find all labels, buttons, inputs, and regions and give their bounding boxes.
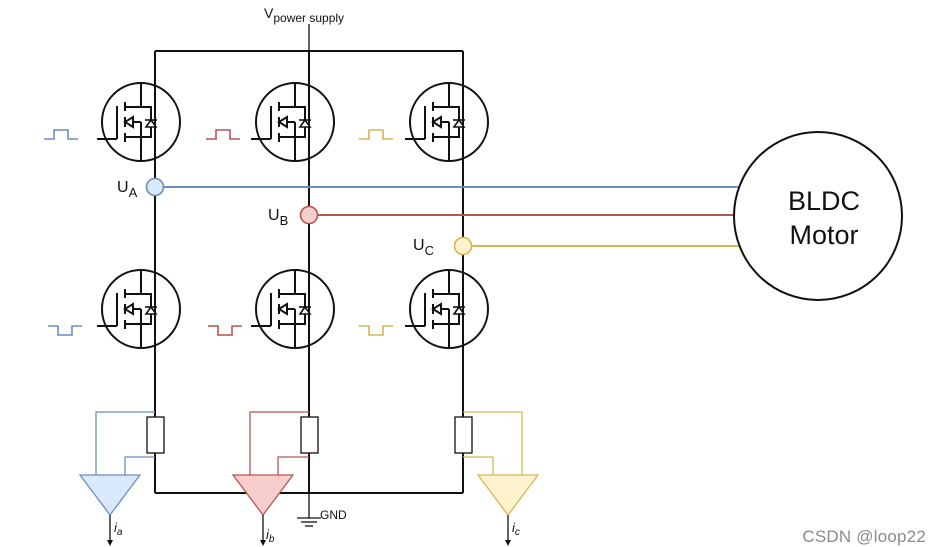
amplifier-b (231, 474, 295, 517)
node-ua-label: UA (117, 179, 138, 200)
mosfet-a-low (96, 269, 181, 349)
motor-label-line1: BLDC (788, 186, 860, 216)
gate-pulse-b-high (205, 129, 241, 140)
node-ua (145, 177, 165, 197)
node-uc (453, 236, 473, 256)
ground-label: GND (320, 508, 347, 522)
gate-pulse-a-low (47, 325, 83, 336)
sense-wire-c-bottom (463, 456, 494, 476)
mosfet-c-low (404, 269, 489, 349)
amplifier-c (476, 474, 540, 517)
node-ub-label: UB (268, 207, 288, 228)
gate-pulse-a-high (43, 129, 79, 140)
mosfet-b-high (250, 82, 335, 162)
gate-pulse-c-high (358, 129, 394, 140)
mosfet-a-high (96, 82, 181, 162)
bldc-motor (733, 131, 903, 301)
sense-wire-a-bottom (124, 456, 155, 476)
node-uc-label: UC (413, 237, 434, 258)
shunt-resistor-a (146, 416, 165, 454)
amplifier-a (78, 474, 142, 517)
motor-label-line2: Motor (789, 220, 858, 250)
gate-pulse-b-low (207, 325, 243, 336)
sense-wire-a-top (95, 411, 155, 481)
shunt-resistor-c (454, 416, 473, 454)
shunt-resistor-b (300, 416, 319, 454)
sense-wire-b-bottom (277, 456, 309, 476)
node-ub (299, 205, 319, 225)
current-label-c: ic (512, 520, 520, 538)
gate-pulse-c-low (358, 325, 394, 336)
mosfet-b-low (250, 269, 335, 349)
watermark-text: CSDN @loop22 (802, 527, 926, 546)
supply-label: Vpower supply (264, 5, 344, 25)
mosfet-c-high (404, 82, 489, 162)
current-label-b: ib (266, 527, 275, 545)
current-label-a: ia (114, 520, 123, 538)
sense-wire-c-top (463, 411, 523, 481)
sense-wire-b-top (249, 411, 309, 481)
